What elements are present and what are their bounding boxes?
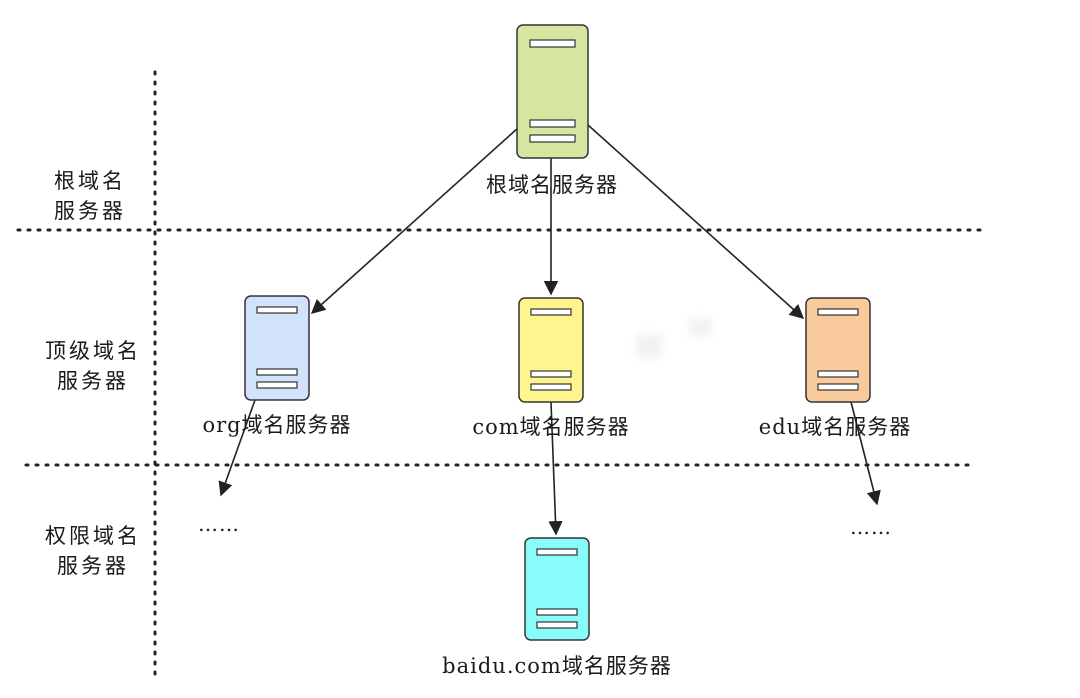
edu-server-icon [805, 297, 871, 403]
tier-label-line: 权限域名 [45, 524, 141, 548]
com-server-icon [518, 297, 584, 403]
arrow-com-to-baidu [548, 401, 563, 536]
tier-label-line: 根域名 [54, 169, 126, 193]
baidu-server-label: baidu.com域名服务器 [442, 654, 672, 678]
tier-label-line: 服务器 [57, 554, 129, 578]
tier-label-line: 顶级域名 [45, 339, 141, 363]
tier-label-line: 服务器 [54, 199, 126, 223]
tier-label-root: 根域名 服务器 [35, 166, 145, 226]
baidu-server-icon [524, 537, 590, 641]
ellipsis-right: …… [850, 515, 892, 539]
org-server-label: org域名服务器 [202, 413, 352, 437]
faint-artifact [690, 318, 712, 336]
arrow-root-to-org [310, 127, 519, 314]
com-server-label: com域名服务器 [472, 415, 630, 439]
tier-label-authoritative: 权限域名 服务器 [38, 521, 148, 581]
arrow-root-to-edu [587, 124, 805, 319]
faint-artifact [636, 334, 662, 358]
org-server-icon [244, 295, 310, 401]
root-server-label: 根域名服务器 [486, 173, 618, 197]
ellipsis-left: …… [198, 512, 240, 536]
arrow-edu-to-ellipsis [850, 401, 881, 506]
edu-server-label: edu域名服务器 [758, 415, 912, 439]
arrow-org-to-ellipsis [218, 399, 256, 497]
tier-label-top-level: 顶级域名 服务器 [38, 336, 148, 396]
tier-label-line: 服务器 [57, 369, 129, 393]
root-server-icon [516, 24, 589, 159]
